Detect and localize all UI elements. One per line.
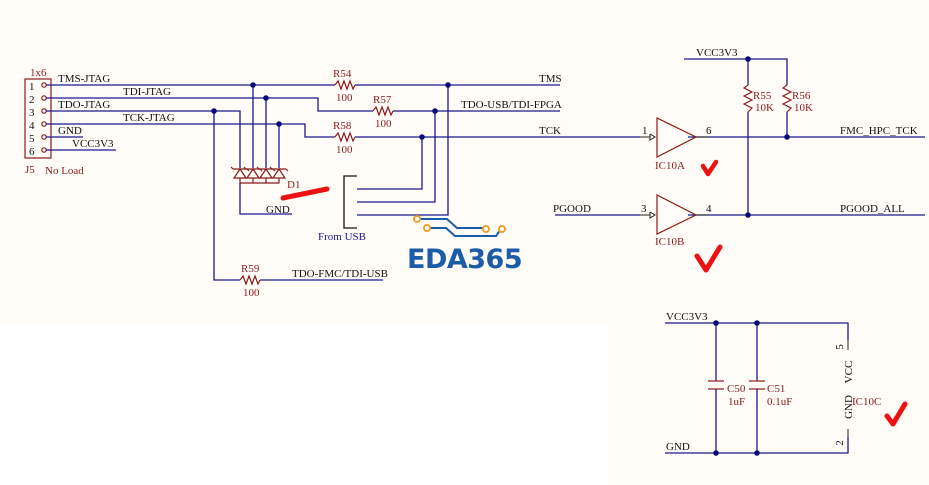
capacitor-c50[interactable]: C50 1uF [708, 380, 746, 408]
diode-designator: D1 [287, 179, 300, 191]
vcc-label: VCC [843, 361, 855, 384]
pin-number: 6 [706, 125, 712, 137]
net-label-pgood-all: PGOOD_ALL [840, 203, 905, 215]
resistor-designator: R55 [753, 90, 772, 102]
diode-array-d1[interactable]: D1 [230, 166, 300, 191]
tvs-diodes [230, 166, 289, 184]
buffer-ic10a[interactable]: 1 6 IC10A [640, 117, 712, 172]
resistor-designator: R59 [241, 263, 260, 275]
connector-type: 1x6 [30, 67, 47, 79]
capacitor-c51[interactable]: C51 0.1uF [749, 380, 792, 408]
pin-number: 5 [834, 344, 846, 350]
resistor-value: 100 [336, 92, 353, 104]
pin-number: 4 [706, 203, 712, 215]
connector-note: No Load [45, 165, 84, 177]
capacitor-value: 1uF [728, 396, 745, 408]
resistor-r58[interactable]: R58 100 [333, 120, 356, 156]
upper-sheet-background [0, 0, 929, 323]
junction-dots [211, 56, 790, 456]
resistor-r56[interactable]: R56 10K [781, 84, 813, 114]
connector-j5[interactable]: 1x6 J5 No Load 1 2 3 4 5 6 [24, 67, 84, 177]
resistor-r54[interactable]: R54 100 [333, 68, 356, 104]
buffer-ic10c-power[interactable]: 5 2 VCC GND IC10C [834, 340, 881, 446]
pin-number: 5 [29, 133, 35, 145]
eda365-logo: EDA365 [407, 215, 523, 275]
resistor-r55[interactable]: R55 10K [742, 84, 774, 114]
resistor-designator: R56 [792, 90, 811, 102]
resistor-value: 100 [336, 144, 353, 156]
pin-number: 3 [29, 107, 35, 119]
pin-number: 1 [642, 125, 648, 137]
resistor-value: 100 [375, 118, 392, 130]
logo-trace-graphic [413, 215, 506, 237]
usb-bracket [343, 175, 357, 229]
check-mark-icon [700, 159, 719, 177]
net-label-tck: TCK [539, 125, 561, 137]
from-usb-label: From USB [318, 231, 366, 243]
power-sheet-background [608, 300, 929, 485]
net-label-fmc-hpc-tck: FMC_HPC_TCK [840, 125, 918, 137]
from-usb-port[interactable]: From USB [318, 175, 366, 243]
net-label-tck-jtag: TCK-JTAG [123, 112, 175, 124]
net-label-gnd-diode: GND [266, 204, 290, 216]
pin-number: 4 [29, 120, 35, 132]
net-label-tdo-jtag: TDO-JTAG [58, 99, 110, 111]
net-label-vcc3v3-top: VCC3V3 [696, 47, 738, 59]
capacitor-designator: C50 [727, 383, 746, 395]
pin-number: 6 [29, 146, 35, 158]
capacitor-designator: C51 [767, 383, 785, 395]
resistor-value: 10K [794, 102, 813, 114]
check-mark-icon [694, 244, 723, 273]
annotation-marks [280, 159, 908, 427]
capacitor-value: 0.1uF [767, 396, 792, 408]
connector-designator: J5 [25, 164, 35, 176]
resistor-r57[interactable]: R57 100 [372, 94, 394, 130]
connector-body [24, 78, 52, 159]
wires [46, 58, 925, 454]
net-label-vcc3v3-bottom: VCC3V3 [666, 311, 708, 323]
net-label-tms-jtag: TMS-JTAG [58, 73, 110, 85]
resistor-value: 10K [755, 102, 774, 114]
resistor-r59[interactable]: R59 100 [239, 263, 261, 299]
resistor-designator: R58 [333, 120, 352, 132]
resistor-value: 100 [243, 287, 260, 299]
pin-number: 3 [641, 203, 647, 215]
net-label-tdo-usb: TDO-USB/TDI-FPGA [461, 99, 562, 111]
pin-number: 1 [29, 81, 35, 93]
annotation-strike-d1 [280, 186, 330, 201]
pin-number: 2 [29, 94, 35, 106]
logo-text: EDA365 [407, 244, 522, 275]
connector-pin-numbers: 1 2 3 4 5 6 [29, 81, 35, 158]
gnd-label: GND [843, 395, 855, 419]
net-label-tdi-jtag: TDI-JTAG [123, 86, 171, 98]
net-label-vcc-j5: VCC3V3 [72, 138, 114, 150]
net-label-gnd-bottom: GND [666, 441, 690, 453]
buffer-designator: IC10B [655, 236, 684, 248]
buffer-ic10b[interactable]: 3 4 IC10B [640, 194, 712, 248]
buffer-designator: IC10A [655, 160, 685, 172]
resistor-designator: R54 [333, 68, 352, 80]
check-mark-icon [884, 401, 908, 427]
net-label-pgood: PGOOD [553, 203, 591, 215]
buffer-designator: IC10C [852, 396, 881, 408]
pin-number: 2 [834, 440, 846, 446]
net-label-gnd-j5: GND [58, 125, 82, 137]
net-label-tdo-fmc: TDO-FMC/TDI-USB [292, 268, 388, 280]
resistor-designator: R57 [373, 94, 392, 106]
net-label-tms: TMS [539, 73, 562, 85]
